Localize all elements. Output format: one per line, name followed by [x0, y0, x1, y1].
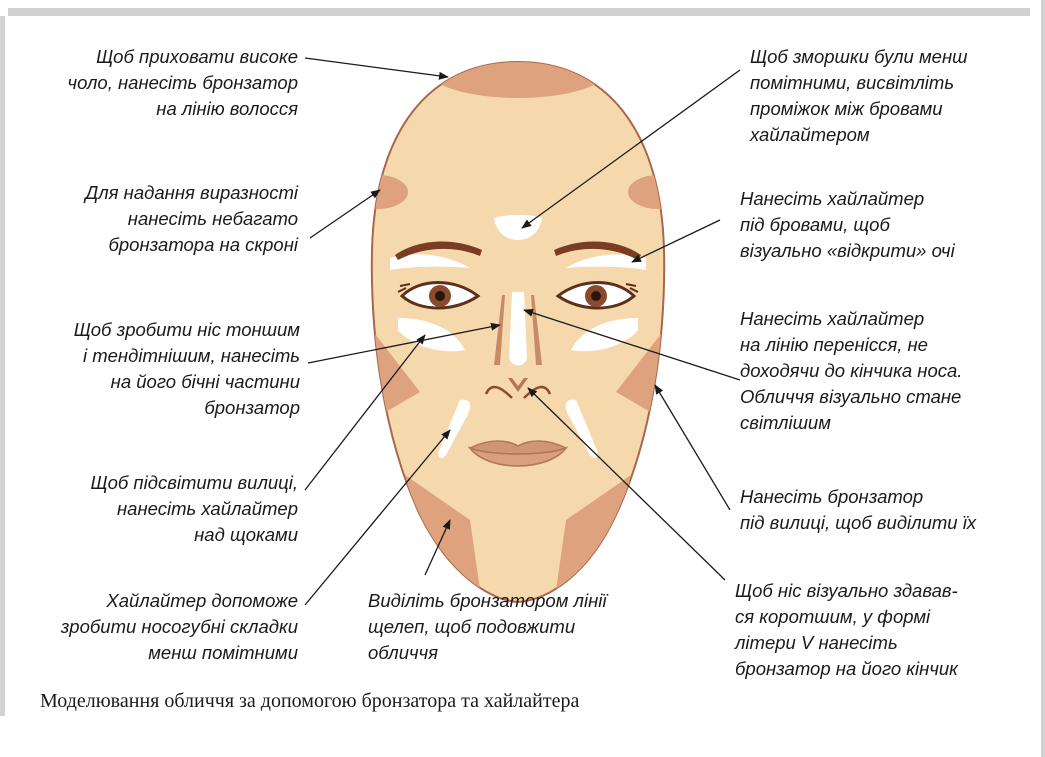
note-under-cheekbones: Нанесіть бронзатор під вилиці, щоб виділ…: [740, 484, 1035, 536]
forehead-bronzer: [428, 42, 608, 98]
note-cheekbones-highlight: Щоб підсвітити вилиці, нанесіть хайлайте…: [28, 470, 298, 548]
note-under-brows: Нанесіть хайлайтер під бровами, щоб візу…: [740, 186, 1030, 264]
figure-caption: Моделювання обличчя за допомогою бронзат…: [40, 690, 579, 713]
note-nose-sides: Щоб зробити ніс тоншим і тендітнішим, на…: [20, 317, 300, 421]
note-nasolabial: Хайлайтер допоможе зробити носогубні скл…: [8, 588, 298, 666]
note-nose-tip: Щоб ніс візуально здавав- ся коротшим, у…: [735, 578, 1035, 682]
leader-forehead: [305, 58, 448, 77]
note-nose-bridge: Нанесіть хайлайтер на лінію перенісся, н…: [740, 306, 1035, 436]
note-brow-gap: Щоб зморшки були менш помітними, висвітл…: [750, 44, 1030, 148]
note-jawline: Виділіть бронзатором лінії щелеп, щоб по…: [368, 588, 678, 666]
note-forehead: Щоб приховати високе чоло, нанесіть брон…: [28, 44, 298, 122]
leader-temples: [310, 190, 380, 238]
nose-bridge-highlight: [509, 292, 527, 366]
note-temples: Для надання виразності нанесіть небагато…: [28, 180, 298, 258]
leader-under-cheekbones: [655, 385, 730, 510]
